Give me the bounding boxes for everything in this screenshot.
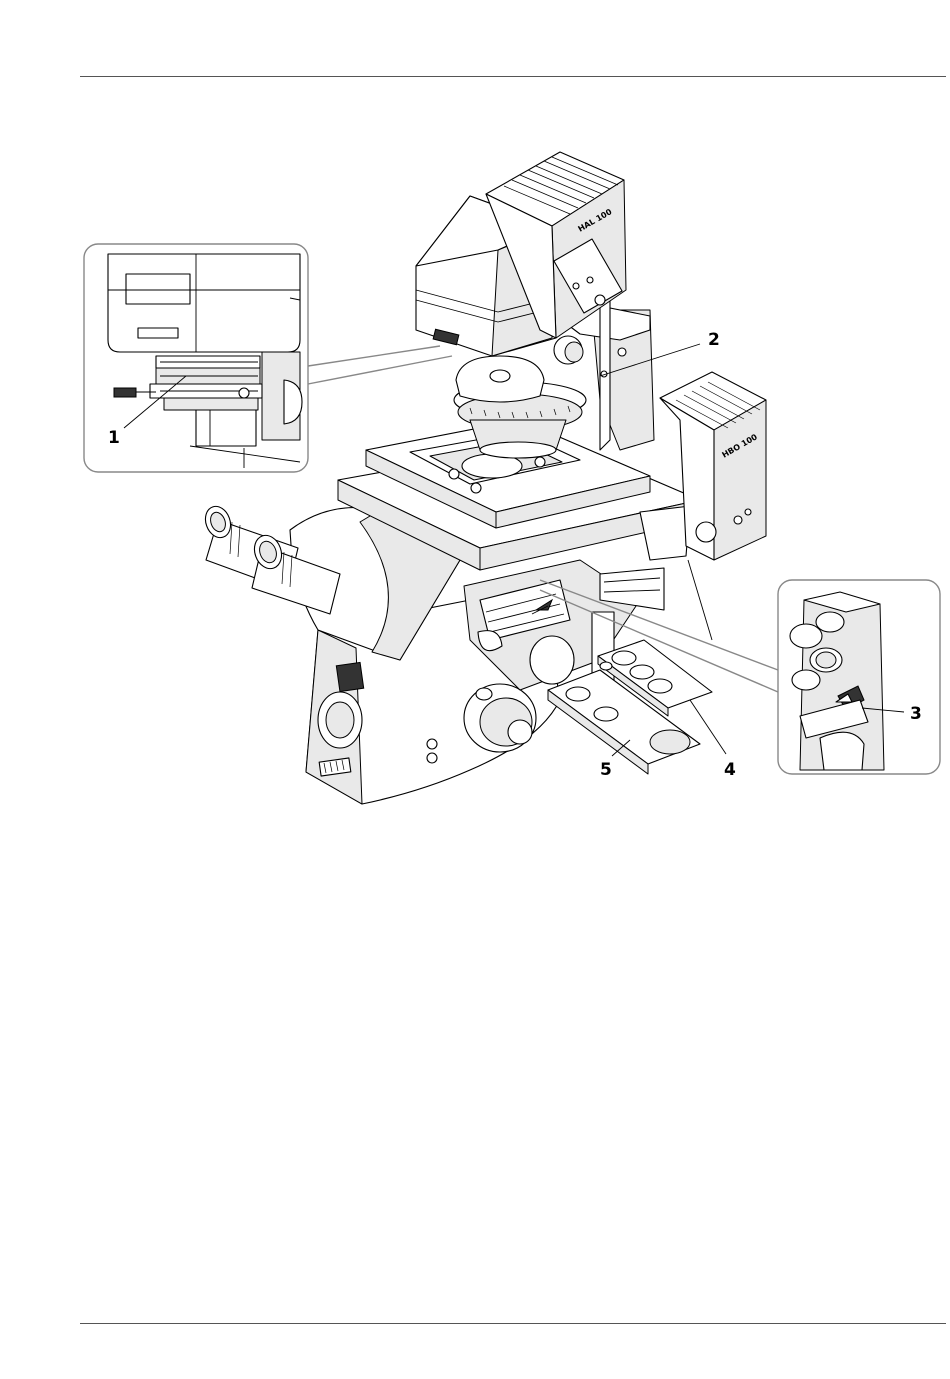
- callout-2: 2: [708, 330, 720, 350]
- inset-condenser-detail: 1: [84, 244, 308, 472]
- callout-1: 1: [108, 428, 120, 448]
- inset-reflector-detail: 3: [778, 580, 940, 774]
- callout-4: 4: [724, 760, 736, 780]
- callout-5: 5: [600, 760, 612, 780]
- callout-3: 3: [910, 704, 922, 724]
